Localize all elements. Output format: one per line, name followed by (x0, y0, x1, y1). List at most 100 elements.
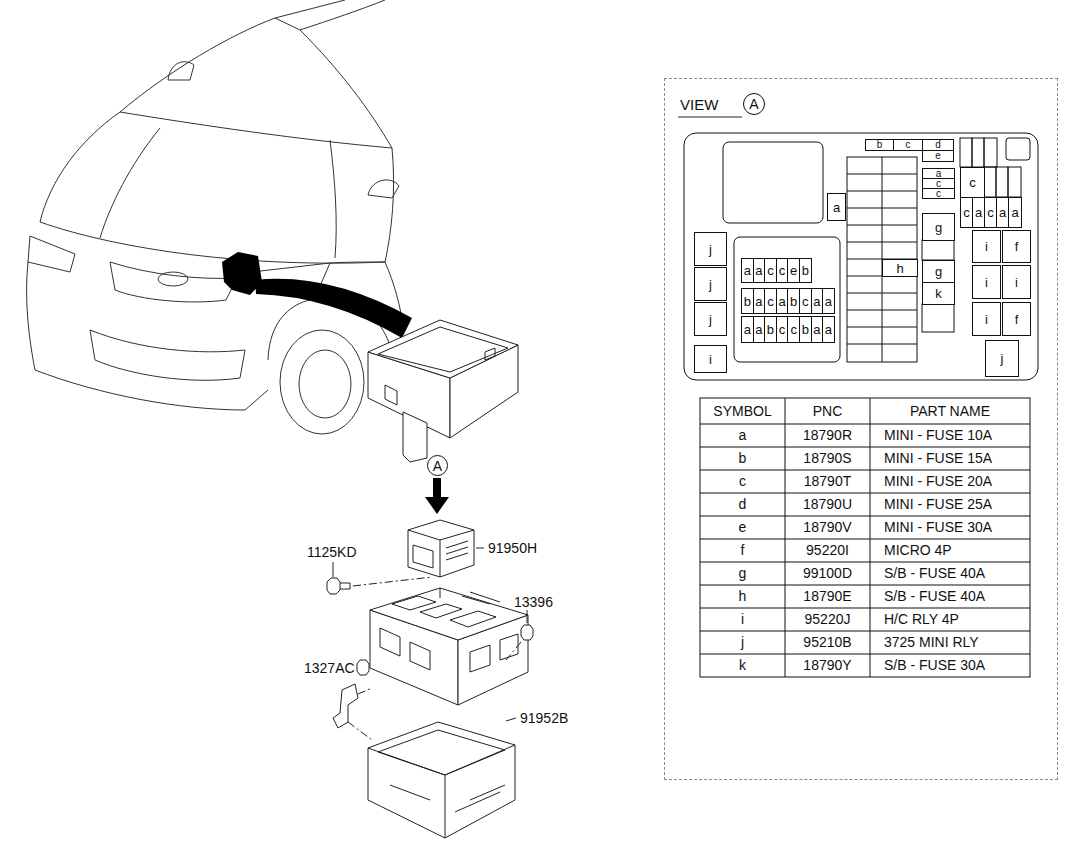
fuse-cell: c (960, 167, 985, 198)
table-cell: 3725 MINI RLY (883, 634, 980, 650)
car-outline (40, 222, 385, 263)
table-cell: d (738, 496, 748, 512)
bracket (358, 688, 372, 694)
table-cell: 18790V (802, 519, 852, 535)
symbol-letter: c (963, 206, 970, 219)
car-outline (28, 236, 75, 272)
symbol-letter: a (778, 295, 785, 308)
table-cell: H/C RLY 4P (883, 611, 960, 627)
table-cell: 18790S (802, 450, 852, 466)
table-cell: 95220I (805, 542, 850, 558)
fuse-cell: i (694, 345, 727, 373)
table-cell: a (738, 427, 748, 443)
symbol-letter: a (813, 295, 820, 308)
car-outline (40, 112, 120, 222)
symbol-letter: c (969, 176, 976, 189)
symbol-letter: b (877, 140, 883, 150)
table-cell: MINI - FUSE 10A (883, 427, 993, 443)
symbol-letter: a (755, 264, 762, 277)
symbol-letter: a (744, 264, 751, 277)
fuse-box-cover (368, 320, 518, 462)
fuse-block-outline (922, 240, 954, 260)
relay-block (476, 548, 484, 549)
car-outline (158, 272, 188, 286)
callout-number: 91950H (487, 540, 538, 556)
car-outline (168, 62, 194, 80)
symbol-letter: a (999, 206, 1006, 219)
lower-tray (390, 785, 505, 812)
table-header: PNC (812, 403, 844, 419)
table-header: PART NAME (909, 403, 991, 419)
relay-block (408, 520, 484, 577)
relay-block (446, 541, 468, 560)
fuse-cell: c (922, 188, 955, 199)
lower-tray (506, 718, 516, 721)
symbol-letter: c (767, 264, 774, 277)
table-cell: i (740, 611, 745, 627)
junction-box-body (370, 588, 528, 640)
symbol-letter: c (802, 295, 809, 308)
symbol-letter: h (896, 262, 903, 275)
fuse-cell: j (694, 267, 727, 301)
bracket (333, 684, 358, 728)
parts-table-grid (700, 398, 1030, 677)
symbol-letter: a (1011, 206, 1018, 219)
table-cell: 18790U (802, 496, 853, 512)
fuse-cell: i (972, 302, 1001, 336)
junction-box-body (470, 634, 518, 672)
car-outline (275, 0, 345, 18)
fuse-cell: i (1002, 265, 1031, 299)
bracket (333, 684, 372, 740)
fuse-box-cover (385, 385, 397, 405)
fuse-cell: b (865, 139, 894, 151)
nut (506, 642, 521, 660)
fuse-cell: j (694, 232, 727, 266)
fuse-cell: i (972, 230, 1001, 263)
fuse-block-outline (723, 142, 823, 223)
symbol-letter: a (755, 295, 762, 308)
symbol-letter: A (433, 459, 442, 473)
table-cell: MICRO 4P (883, 542, 953, 558)
fuse-cell: k (922, 282, 955, 305)
symbol-letter: i (985, 276, 988, 289)
symbol-letter: i (1015, 276, 1018, 289)
symbol-letter: a (825, 295, 832, 308)
symbol-letter: g (935, 265, 942, 278)
fuse-cell: a (827, 193, 846, 221)
junction-box-body (440, 588, 500, 604)
fuse-block-outline (972, 138, 984, 167)
table-cell: k (738, 657, 747, 673)
table-cell: 18790E (802, 588, 852, 604)
callout-number: 13396 (513, 594, 554, 610)
table-cell: b (738, 450, 748, 466)
car-outline (280, 330, 364, 434)
symbol-letter: i (985, 313, 988, 326)
symbol-letter: j (709, 243, 712, 256)
fuse-block-outline (684, 133, 1038, 380)
table-cell: 99100D (802, 565, 853, 581)
fuse-box-cover (368, 320, 518, 378)
lower-tray (368, 730, 515, 838)
car-outline (100, 128, 160, 238)
relay-block (408, 520, 474, 577)
direction-arrow (425, 478, 449, 514)
direction-arrow (425, 478, 449, 514)
table-cell: MINI - FUSE 25A (883, 496, 993, 512)
symbol-letter: k (935, 287, 942, 300)
fuse-cell: e (922, 150, 954, 162)
car-outline (330, 262, 385, 263)
fuse-cell: j (694, 302, 727, 336)
fuse-cell: g (922, 260, 955, 283)
symbol-letter: a (825, 323, 832, 336)
junction-box-body (392, 596, 496, 627)
fuse-cell: c (893, 139, 923, 151)
fuse-cell: a (822, 316, 835, 343)
table-cell: S/B - FUSE 40A (883, 588, 986, 604)
table-cell: e (738, 519, 748, 535)
table-header: SYMBOL (712, 403, 772, 419)
nut (357, 610, 533, 675)
parts-table-grid (700, 398, 1030, 677)
table-cell: 18790Y (802, 657, 852, 673)
fuse-block-outline (847, 157, 917, 362)
